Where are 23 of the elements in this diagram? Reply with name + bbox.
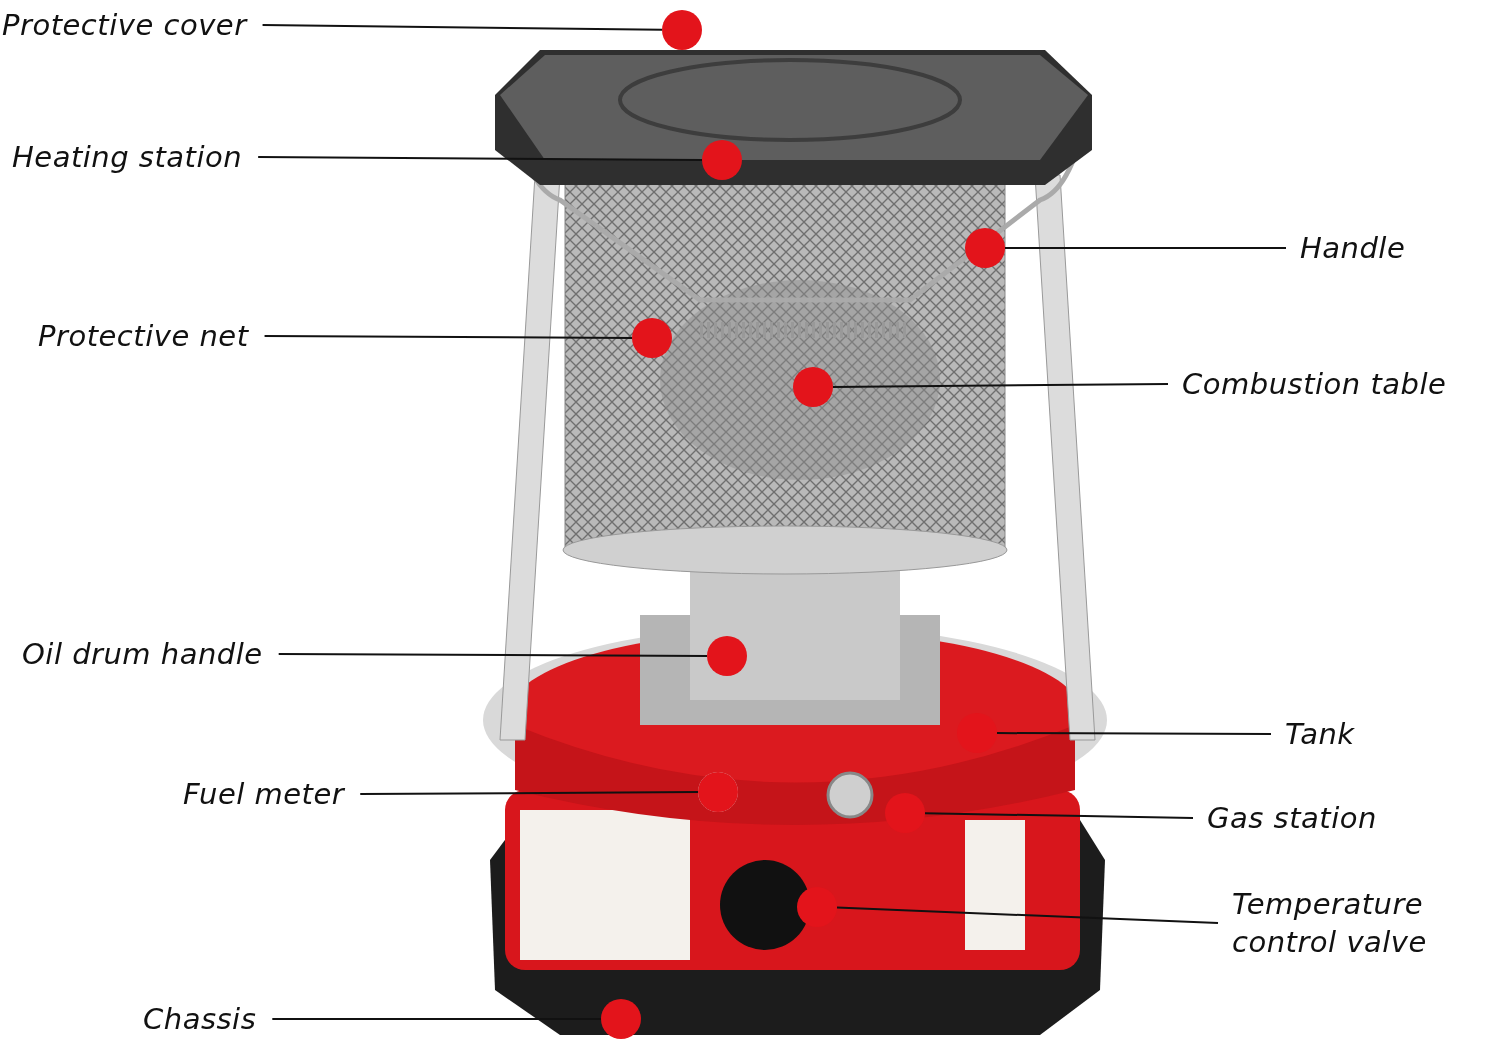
part-label: Combustion table	[1182, 365, 1447, 403]
leader-line	[271, 1018, 602, 1020]
part-label: Oil drum handle	[22, 635, 263, 673]
leader-line	[359, 791, 699, 795]
part-label: Handle	[1300, 229, 1406, 267]
part-label: Gas station	[1207, 799, 1377, 837]
part-label: Chassis	[143, 1000, 257, 1038]
callout-dot	[662, 10, 702, 50]
leader-line	[924, 812, 1194, 819]
leader-line	[263, 335, 633, 339]
leader-line	[257, 156, 703, 161]
leader-line	[832, 383, 1169, 388]
part-label: Heating station	[12, 138, 243, 176]
part-label: Tank	[1285, 715, 1355, 753]
leader-line	[836, 906, 1219, 924]
leader-line	[996, 732, 1272, 735]
part-label: Fuel meter	[183, 775, 345, 813]
part-label: Protective net	[38, 317, 249, 355]
leader-line	[261, 24, 663, 31]
part-label: Temperature control valve	[1232, 885, 1472, 961]
leader-line	[1004, 247, 1287, 249]
part-label: Protective cover	[2, 6, 247, 44]
leader-line	[277, 653, 708, 657]
